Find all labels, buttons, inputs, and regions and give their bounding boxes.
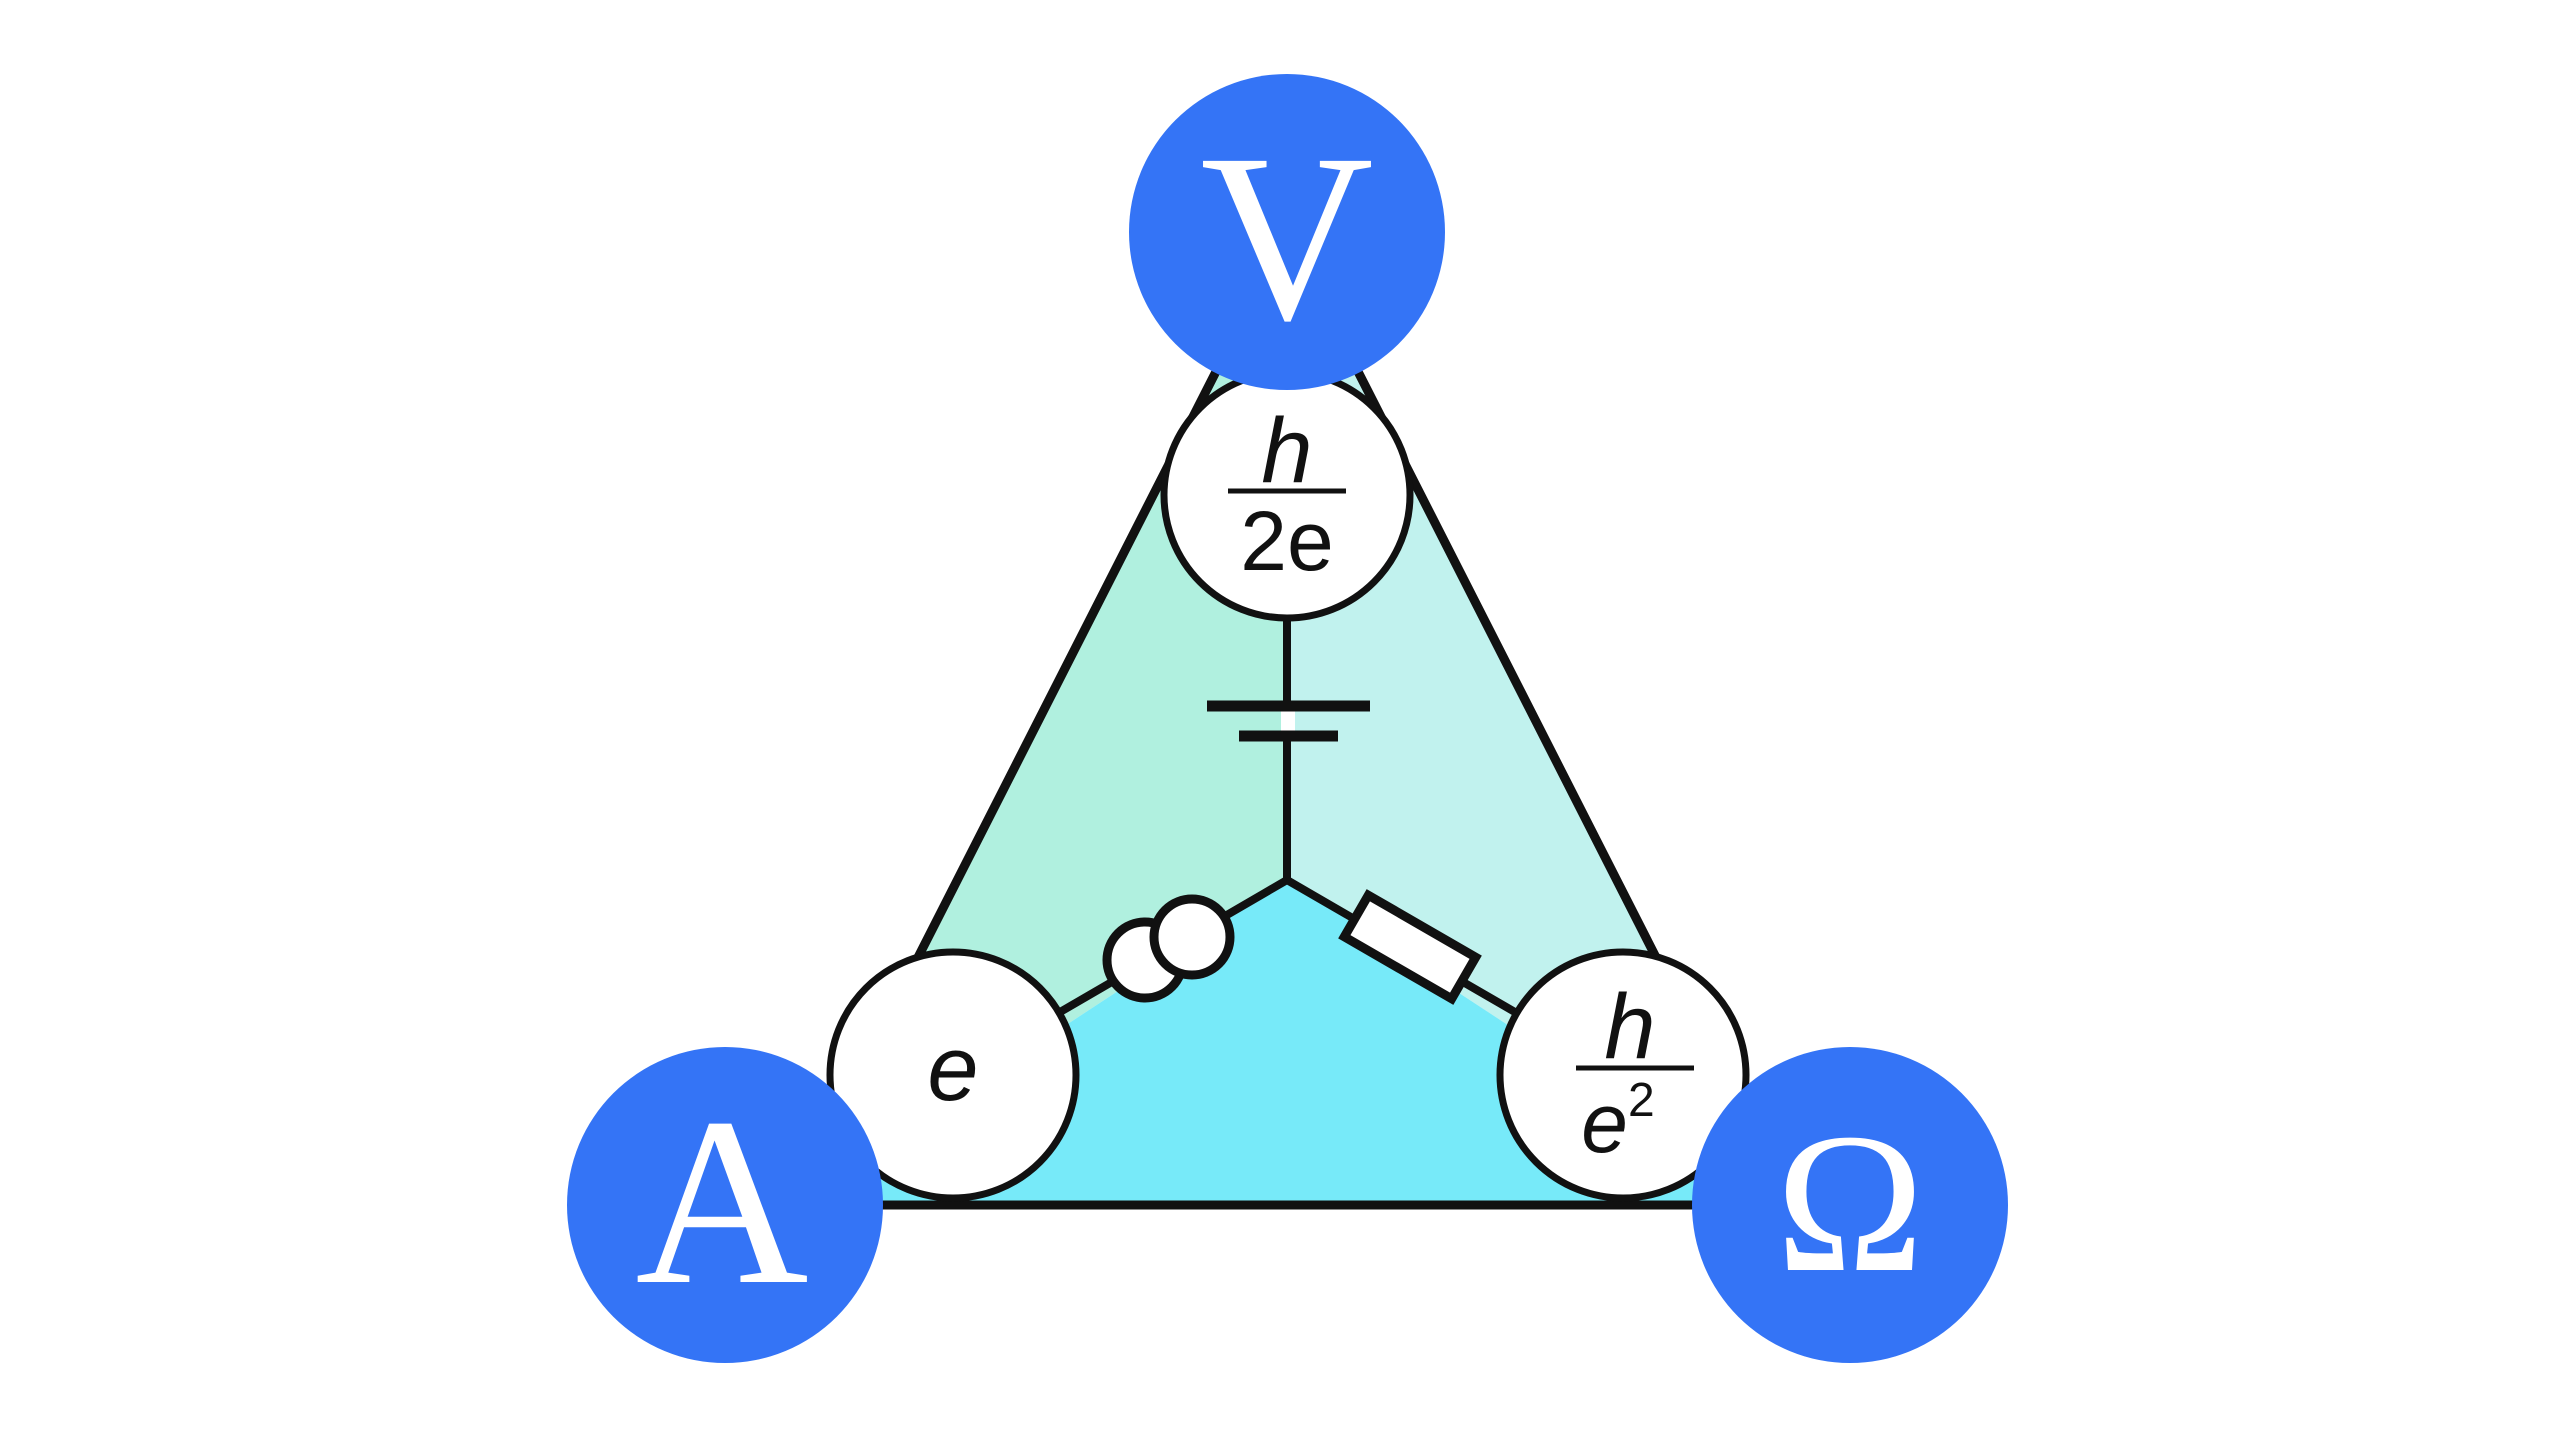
resistor-icon: [1338, 889, 1482, 1005]
current-source-icon: [1102, 894, 1235, 1003]
triangle-outline: [784, 222, 1790, 1210]
node-ohm: Ω: [1692, 1047, 2008, 1363]
node-volt: V: [1129, 74, 1445, 390]
node-ampere-label: A: [635, 1068, 808, 1334]
von-klitzing-constant: h e2: [1496, 948, 1750, 1202]
node-ampere: A: [567, 1047, 883, 1363]
josephson-constant: h 2e: [1160, 368, 1414, 622]
von-klitzing-numerator: h: [1604, 976, 1655, 1078]
josephson-numerator: h: [1261, 400, 1312, 502]
battery-icon: [1207, 700, 1370, 742]
josephson-denominator: 2e: [1240, 494, 1333, 588]
node-volt-label: V: [1200, 104, 1373, 370]
node-ohm-label: Ω: [1776, 1093, 1925, 1314]
elementary-charge-constant: e: [826, 948, 1080, 1202]
von-klitzing-denominator: e2: [1581, 1074, 1654, 1170]
elementary-charge-label: e: [927, 1018, 978, 1120]
